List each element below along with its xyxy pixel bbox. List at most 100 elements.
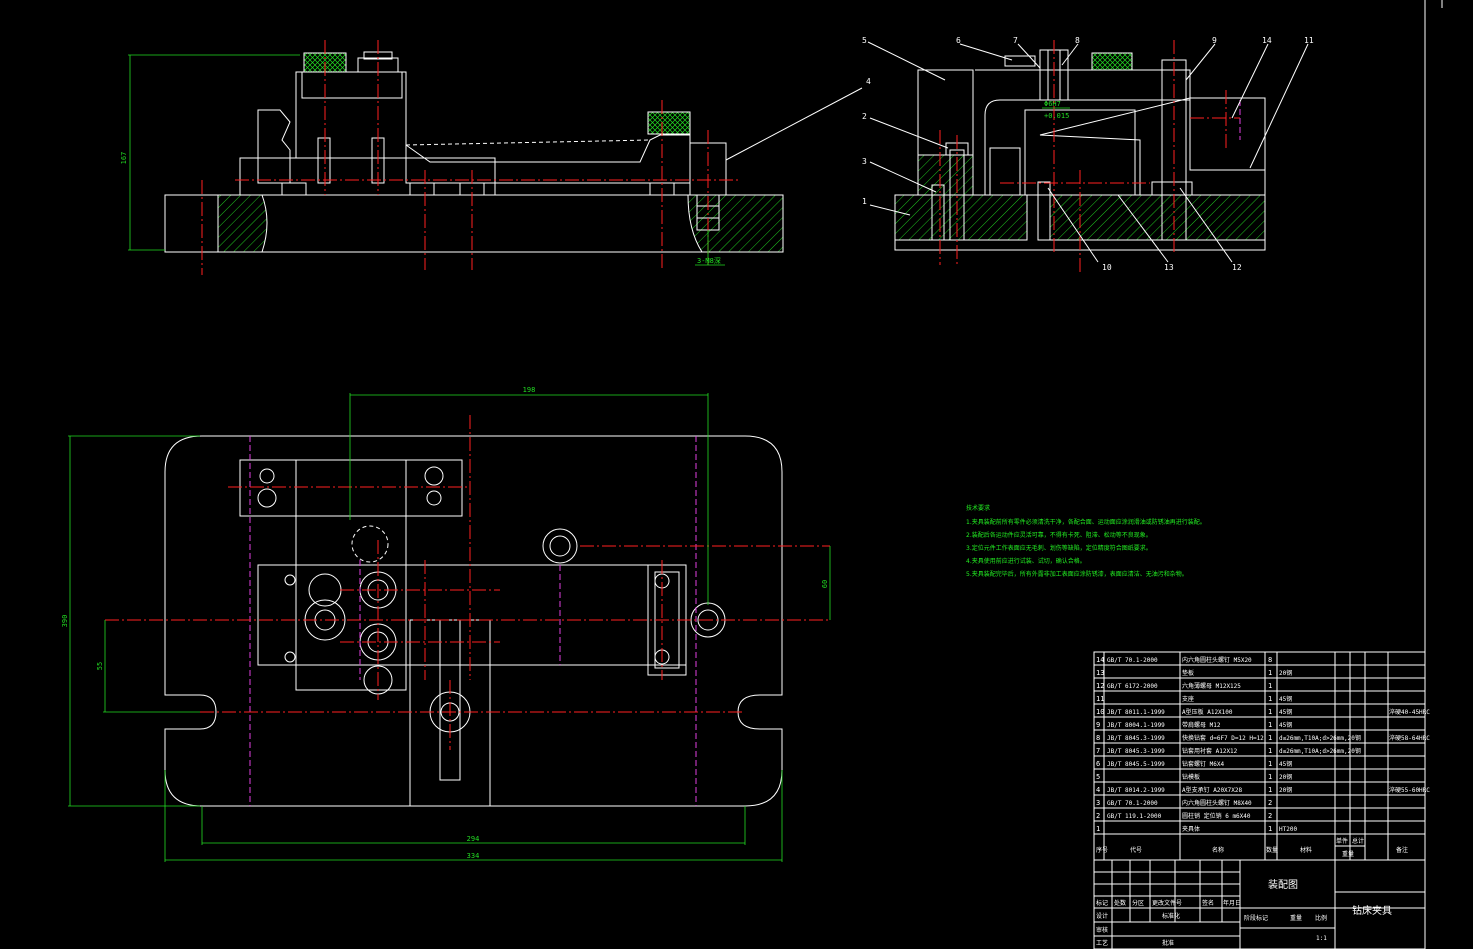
- bom-cell-code: GB/T 119.1-2000: [1107, 813, 1162, 820]
- side-small-pin: [1037, 181, 1051, 241]
- balloon-11: 11: [1304, 36, 1314, 45]
- notes-line-1: 1.夹具装配前所有零件必须清洗干净，各配合面、运动面应涂润滑油或防锈油再进行装配…: [966, 518, 1206, 526]
- leader-12: [1179, 187, 1233, 263]
- bom-cell-code: JB/T 8045.3-1999: [1107, 735, 1165, 742]
- bom-header-qty: 数量: [1266, 846, 1278, 854]
- bom-cell-name: 钻套用衬套 A12X12: [1182, 747, 1238, 755]
- bom-cell-qty: 1: [1268, 669, 1272, 677]
- bom-cell-code: JB/T 8011.1-1999: [1107, 709, 1165, 716]
- title-label-date: 年月日: [1223, 899, 1241, 907]
- side-dim-1: Φ6H7: [1044, 100, 1061, 108]
- leader-9: [1185, 43, 1216, 81]
- bom-cell-mat: HT200: [1279, 826, 1297, 833]
- leader-4: [725, 87, 863, 161]
- leader-14: [1231, 43, 1269, 119]
- balloon-1: 1: [862, 197, 867, 206]
- technical-notes: 技术要求 1.夹具装配前所有零件必须清洗干净，各配合面、运动面应涂润滑油或防锈油…: [966, 504, 1206, 578]
- top-clamp-slot: [439, 619, 461, 781]
- bom-cell-no: 2: [1096, 812, 1100, 820]
- bom-header-total: 总计: [1352, 837, 1364, 845]
- bom-cell-qty: 1: [1268, 747, 1272, 755]
- bom-cell-qty: 1: [1268, 773, 1272, 781]
- bom-cell-name: A型支承钉 A20X7X28: [1182, 786, 1243, 794]
- bom-cell-no: 6: [1096, 760, 1100, 768]
- bom-cell-mat: 20钢: [1279, 773, 1292, 781]
- bom-cell-code: GB/T 6172-2000: [1107, 683, 1158, 690]
- front-upper-block: [295, 71, 407, 159]
- bom-header-note: 备注: [1396, 846, 1408, 854]
- bom-cell-code: JB/T 8045.5-1999: [1107, 761, 1165, 768]
- bom-header-no: 序号: [1096, 846, 1108, 854]
- bom-cell-no: 12: [1096, 682, 1104, 690]
- bom-cell-qty: 2: [1268, 799, 1272, 807]
- title-drawing-name: 装配图: [1268, 878, 1298, 891]
- top-vertical-block: [295, 459, 407, 691]
- bom-cell-no: 7: [1096, 747, 1100, 755]
- top-hole-4: [426, 490, 442, 506]
- side-knurl: [1091, 52, 1133, 71]
- side-dim-2: +0.015: [1044, 112, 1069, 120]
- bom-cell-mat: 45钢: [1279, 721, 1292, 729]
- top-dim-right: 60: [821, 580, 829, 588]
- balloon-7: 7: [1013, 36, 1018, 45]
- front-top-cap: [301, 71, 403, 99]
- balloon-14: 14: [1262, 36, 1272, 45]
- title-label-count: 处数: [1114, 899, 1126, 907]
- bom-cell-code: JB/T 8045.3-1999: [1107, 748, 1165, 755]
- bom-cell-no: 11: [1096, 695, 1104, 703]
- bom-cell-mat: d≤26mm,T10A;d>26mm,20钢: [1279, 747, 1361, 755]
- bom-cell-mat: 45钢: [1279, 708, 1292, 716]
- balloon-8: 8: [1075, 36, 1080, 45]
- bom-cell-name: A型压板 A12X100: [1182, 708, 1233, 716]
- bom-cell-qty: 1: [1268, 760, 1272, 768]
- bom-cell-qty: 1: [1268, 825, 1272, 833]
- bom-header-unit: 单件: [1336, 837, 1348, 845]
- top-dim-length: 390: [61, 615, 69, 628]
- side-base-hatch-left: [894, 194, 1028, 241]
- front-pin-left: [317, 137, 331, 184]
- balloon-leaders: 1 2 3 4 5 6 7 8 9 10 11 12 13 14: [725, 36, 1314, 272]
- bom-cell-no: 13: [1096, 669, 1104, 677]
- side-left-column-hatch: [917, 154, 974, 196]
- bom-header-name: 名称: [1212, 846, 1224, 854]
- front-middle-body: [239, 157, 496, 196]
- bom-cell-name: 内六角圆柱头螺钉 M5X20: [1182, 656, 1252, 664]
- bom-cell-qty: 2: [1268, 812, 1272, 820]
- balloon-3: 3: [862, 157, 867, 166]
- front-dim-height: 167: [120, 152, 128, 165]
- notes-line-3: 3.定位元件工作表面应无毛刺、划伤等缺陷，定位精度符合图纸要求。: [966, 544, 1152, 552]
- title-label-zone: 分区: [1132, 899, 1144, 907]
- bom-cell-note: 淬硬40-45HRC: [1389, 708, 1430, 716]
- top-hole-2: [257, 488, 277, 508]
- leader-3: [869, 161, 937, 193]
- bom-cell-no: 9: [1096, 721, 1100, 729]
- bom-cell-code: JB/T 8004.1-1999: [1107, 722, 1165, 729]
- balloon-13: 13: [1164, 263, 1174, 272]
- bom-header-code: 代号: [1130, 846, 1142, 854]
- title-label-doc: 更改文件号: [1152, 899, 1182, 907]
- front-lever-top-edge: [405, 139, 651, 146]
- bom-cell-name: 夹具体: [1182, 825, 1200, 833]
- title-outline: [1093, 859, 1426, 949]
- top-hole-3: [424, 466, 444, 486]
- bom-cell-qty: 1: [1268, 695, 1272, 703]
- bom-cell-qty: 1: [1268, 734, 1272, 742]
- leader-1: [869, 204, 911, 216]
- bom-cell-no: 10: [1096, 708, 1104, 716]
- balloon-10: 10: [1102, 263, 1112, 272]
- front-plate-top-slot-2: [409, 182, 435, 196]
- bom-cell-mat: 20钢: [1279, 669, 1292, 677]
- bom-cell-no: 5: [1096, 773, 1100, 781]
- notes-heading: 技术要求: [966, 504, 990, 512]
- title-ratio: 1:1: [1316, 935, 1327, 942]
- top-hole-dashed: [351, 525, 389, 563]
- front-right-hatch: [687, 194, 784, 253]
- front-drill-bushing: [647, 111, 691, 135]
- bom-cell-name: 支座: [1182, 695, 1194, 703]
- bom-cell-qty: 1: [1268, 721, 1272, 729]
- front-plate-top-slot: [281, 182, 307, 196]
- balloon-4: 4: [866, 77, 871, 86]
